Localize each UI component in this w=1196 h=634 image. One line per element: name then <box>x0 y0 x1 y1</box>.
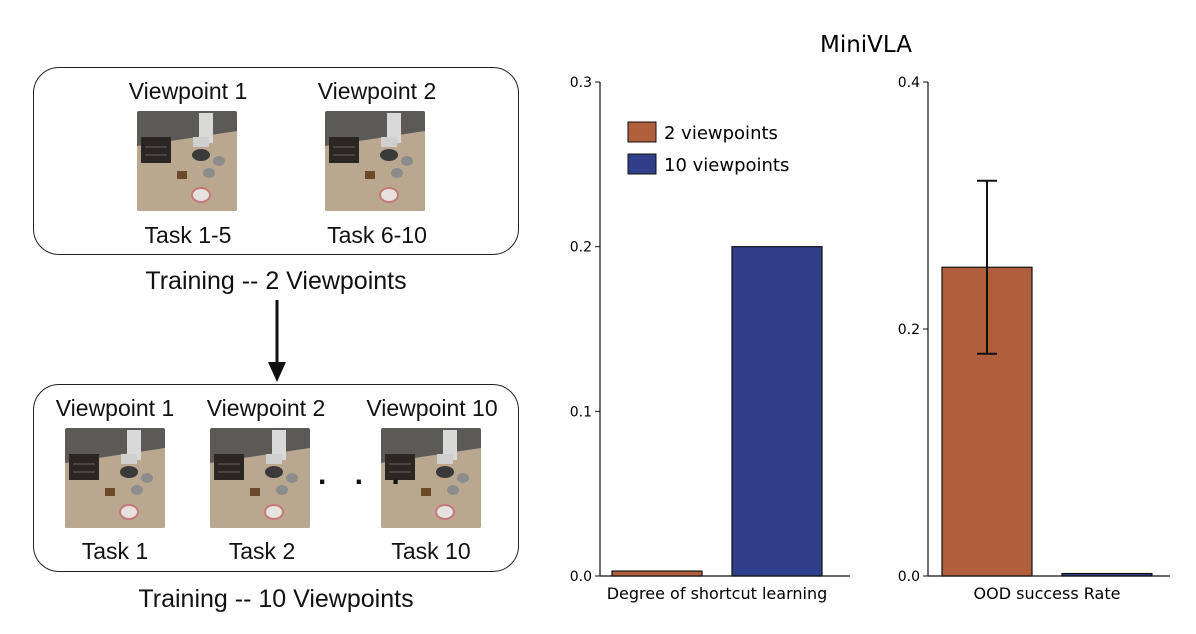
task-label: Task 1 <box>81 538 149 564</box>
legend-swatch <box>627 153 657 175</box>
bottom-panel-caption: Training -- 10 Viewpoints <box>138 585 414 613</box>
robot-scene-image <box>137 111 237 211</box>
legend-label: 10 viewpoints <box>664 155 789 176</box>
y-tick-label: 0.4 <box>898 75 920 91</box>
bar <box>1061 572 1153 577</box>
task-label: Task 1-5 <box>144 222 232 248</box>
ellipsis: . . . <box>318 458 410 491</box>
y-tick-label: 0.2 <box>570 240 592 256</box>
viewpoint-label: Viewpoint 1 <box>55 395 175 421</box>
y-tick-label: 0.0 <box>898 569 920 585</box>
y-tick-label: 0.3 <box>570 75 592 91</box>
y-tick-label: 0.1 <box>570 404 592 420</box>
bar <box>731 246 823 577</box>
x-axis-label: OOD success Rate <box>974 584 1121 603</box>
viewpoint-label: Viewpoint 2 <box>206 395 326 421</box>
viewpoint-label: Viewpoint 2 <box>317 78 437 104</box>
chart-title: MiniVLA <box>820 32 912 58</box>
task-label: Task 6-10 <box>327 222 427 248</box>
task-label: Task 2 <box>228 538 296 564</box>
down-arrow <box>268 300 286 382</box>
y-tick-label: 0.2 <box>898 322 920 338</box>
viewpoint-label: Viewpoint 10 <box>366 395 498 421</box>
robot-scene-image <box>381 428 481 528</box>
y-tick-label: 0.0 <box>570 569 592 585</box>
top-panel-caption: Training -- 2 Viewpoints <box>145 267 407 295</box>
task-label: Task 10 <box>391 538 471 564</box>
robot-scene-image <box>210 428 310 528</box>
viewpoint-label: Viewpoint 1 <box>128 78 248 104</box>
legend-swatch <box>627 121 657 143</box>
x-axis-label: Degree of shortcut learning <box>607 584 828 603</box>
legend-label: 2 viewpoints <box>664 123 778 144</box>
top-training-panel <box>33 67 519 255</box>
robot-scene-image <box>65 428 165 528</box>
robot-scene-image <box>325 111 425 211</box>
bar <box>611 570 703 577</box>
